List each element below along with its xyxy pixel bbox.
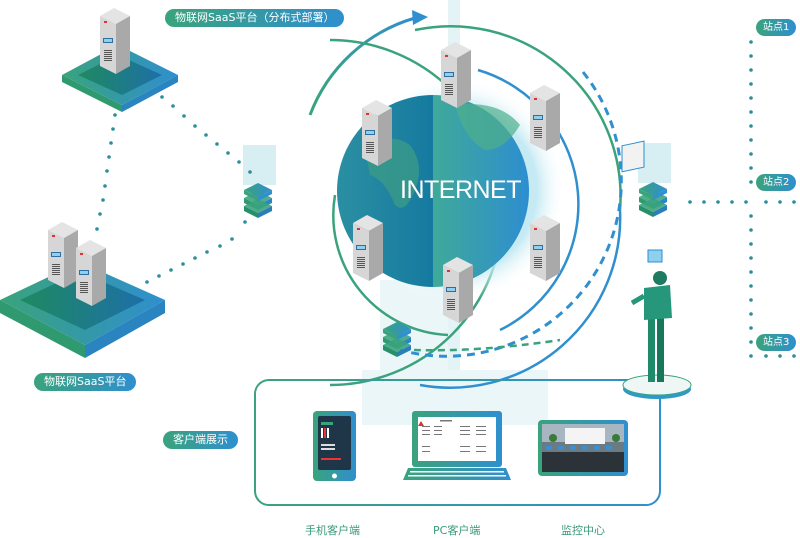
internet-label: INTERNET — [400, 176, 522, 204]
monitoring-center-icon — [538, 420, 628, 476]
dotted-links-right — [688, 40, 796, 358]
monitoring-center-caption: 监控中心 — [561, 524, 605, 537]
dotted-links-left — [95, 95, 252, 284]
saas-platform-node — [0, 222, 165, 358]
dashed-link — [413, 338, 561, 352]
server-icon — [48, 222, 78, 288]
mobile-phone-icon — [313, 411, 356, 481]
server-icon — [76, 240, 106, 306]
gateway-stack-icon — [639, 182, 667, 217]
gateway-stack-icon — [244, 183, 272, 218]
client-display-frame — [254, 379, 661, 506]
station-1-label: 站点1 — [756, 19, 797, 36]
distributed-server-node — [62, 8, 178, 112]
operator-person-icon — [621, 140, 692, 399]
station-2-label: 站点2 — [756, 174, 797, 191]
station-3-label: 站点3 — [756, 334, 797, 351]
server-icon — [443, 257, 473, 323]
distributed-platform-label: 物联网SaaS平台（分布式部署） — [165, 9, 345, 27]
mobile-client-caption: 手机客户端 — [305, 524, 360, 537]
server-icon — [530, 85, 560, 151]
server-icon — [530, 215, 560, 281]
saas-platform-label: 物联网SaaS平台 — [34, 373, 137, 391]
client-display-label: 客户端展示 — [163, 431, 238, 449]
light-beam — [243, 145, 276, 185]
server-icon — [100, 8, 130, 74]
server-icon — [441, 42, 471, 108]
laptop-icon — [403, 411, 511, 480]
pc-client-caption: PC客户端 — [433, 524, 481, 537]
server-icon — [362, 100, 392, 166]
server-icon — [353, 215, 383, 281]
gateway-stack-icon — [383, 322, 411, 357]
